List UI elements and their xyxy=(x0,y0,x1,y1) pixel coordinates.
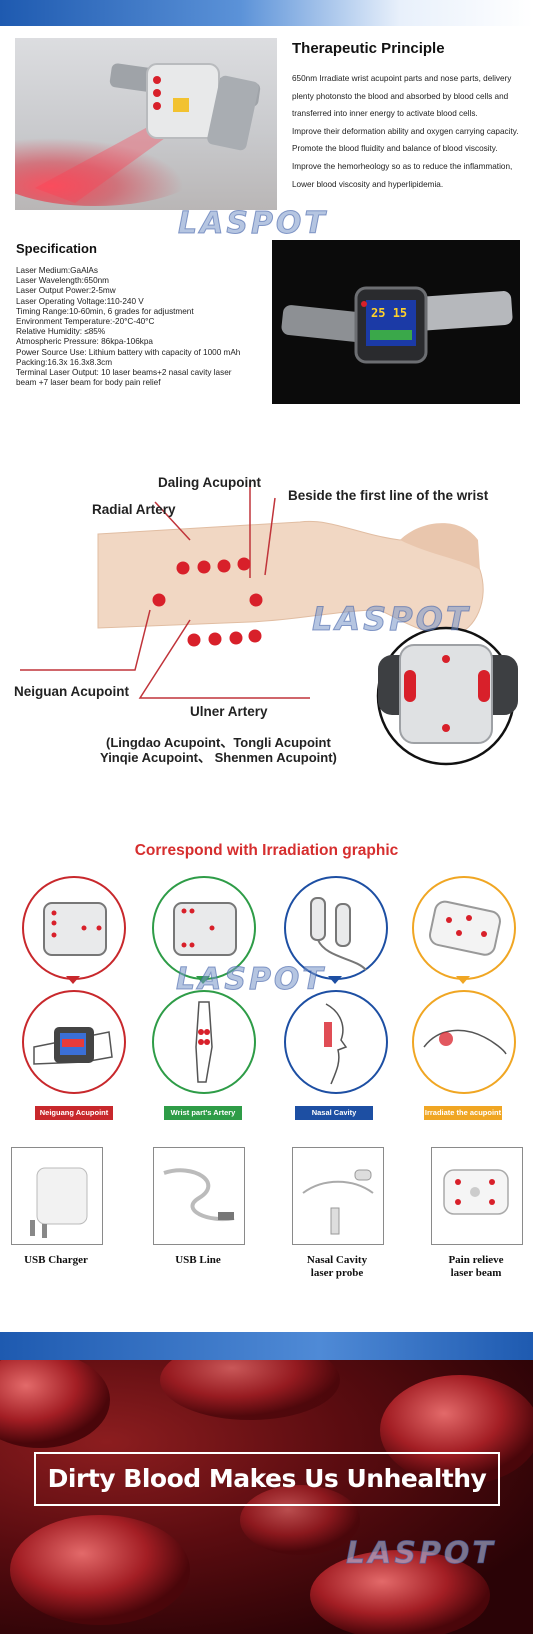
accessory-label-line: USB Charger xyxy=(24,1254,88,1266)
spec-line: Laser Wavelength:650nm xyxy=(16,276,109,286)
label-radial-artery: Radial Artery xyxy=(92,502,176,517)
label-acupoint-group-2: Yinqie Acupoint、 Shenmen Acupoint) xyxy=(100,750,337,765)
accessory-usb-charger xyxy=(11,1147,103,1245)
section-band xyxy=(0,1332,533,1360)
pointer-triangle xyxy=(196,976,210,984)
accessory-label-line: Nasal Cavity xyxy=(306,1254,368,1266)
display-hour: 25 xyxy=(371,306,386,320)
accessory-label: Pain relieve laser beam xyxy=(421,1254,531,1280)
accessory-label: Nasal Cavity laser probe xyxy=(282,1254,392,1280)
tag-nasal-cavity: Nasal Cavity xyxy=(295,1106,373,1120)
accessory-label-line: USB Line xyxy=(175,1254,221,1266)
laspot-watermark: LASPOT xyxy=(346,1536,496,1572)
laspot-watermark: LASPOT xyxy=(178,206,328,242)
spec-line: Relative Humidity: ≤85% xyxy=(16,327,106,337)
irradiation-circle-shoulder xyxy=(412,990,516,1094)
principle-line: transferred into inner energy to activat… xyxy=(292,109,478,119)
irradiation-circle-wrist-use xyxy=(22,990,126,1094)
principle-line: Improve the hemorheology so as to reduce… xyxy=(292,161,513,171)
accessory-usb-line xyxy=(153,1147,245,1245)
specification-list: Laser Medium:GaAlAs Laser Wavelength:650… xyxy=(16,266,256,388)
accessory-label-line: Pain relieve xyxy=(448,1254,504,1266)
spec-line: Atmospheric Pressure: 86kpa-106kpa xyxy=(16,337,153,347)
acupoint-diagram: Daling Acupoint Beside the first line of… xyxy=(0,460,533,770)
label-daling-acupoint: Daling Acupoint xyxy=(158,475,261,490)
accessory-label-line: laser probe xyxy=(310,1267,364,1279)
spec-line: Laser Output Power:2-5mw xyxy=(16,286,116,296)
principle-line: Promote the blood fluidity and balance o… xyxy=(292,144,498,154)
pointer-triangle xyxy=(328,976,342,984)
principle-line: Lower blood viscosity and hyperlipidemia… xyxy=(292,179,444,189)
blood-cells-banner: Dirty Blood Makes Us Unhealthy LASPOT xyxy=(0,1360,533,1634)
spec-line: Packing:16.3x 16.3x8.3cm xyxy=(16,357,113,367)
specification-title: Specification xyxy=(16,241,97,256)
irradiation-circle-pain-pad xyxy=(412,876,516,980)
label-beside-wrist-line: Beside the first line of the wrist xyxy=(288,488,489,503)
spec-line: Laser Operating Voltage:110-240 V xyxy=(16,296,144,306)
spec-line: Laser Medium:GaAlAs xyxy=(16,266,98,275)
pointer-triangle xyxy=(456,976,470,984)
tag-wrist-artery: Wrist part's Artery xyxy=(164,1106,242,1120)
accessory-label-line: laser beam xyxy=(450,1267,502,1279)
label-ulner-artery: Ulner Artery xyxy=(190,704,268,719)
laspot-watermark: LASPOT xyxy=(176,962,326,998)
irradiation-title: Correspond with Irradiation graphic xyxy=(134,842,399,859)
principle-text: 650nm Irradiate wrist acupoint parts and… xyxy=(292,70,527,193)
laspot-watermark: LASPOT xyxy=(312,600,471,639)
accessory-pain-relief-pad xyxy=(431,1147,523,1245)
top-banner-band xyxy=(0,0,533,26)
spec-line: beam +7 laser beam for body pain relief xyxy=(16,378,161,388)
tag-neiguang-acupoint: Neiguang Acupoint xyxy=(35,1106,113,1120)
irradiation-circle-device-wrist xyxy=(152,876,256,980)
irradiation-circle-nose xyxy=(284,990,388,1094)
principle-line: Improve their deformation ability and ox… xyxy=(292,126,519,136)
label-neiguan-acupoint: Neiguan Acupoint xyxy=(14,684,129,699)
irradiation-circle-device-back xyxy=(22,876,126,980)
pointer-triangle xyxy=(66,976,80,984)
accessory-nasal-probe xyxy=(292,1147,384,1245)
product-photo-laser-watch xyxy=(15,38,277,210)
accessory-label: USB Charger xyxy=(0,1254,112,1267)
principle-line: 650nm Irradiate wrist acupoint parts and… xyxy=(292,74,512,83)
tag-irradiate-acupoint: Irradiate the acupoint xyxy=(424,1106,502,1120)
principle-title: Therapeutic Principle xyxy=(292,40,445,57)
spec-line: Environment Temperature:-20°C-40°C xyxy=(16,317,155,327)
label-acupoint-group-1: (Lingdao Acupoint、Tongli Acupoint xyxy=(106,735,331,750)
spec-line: Terminal Laser Output: 10 laser beams+2 … xyxy=(16,368,232,378)
irradiation-circle-arm-artery xyxy=(152,990,256,1094)
display-min: 15 xyxy=(392,306,408,320)
product-photo-display: 25 15 xyxy=(272,240,520,404)
accessory-label: USB Line xyxy=(143,1254,253,1267)
spec-line: Power Source Use: Lithium battery with c… xyxy=(16,347,241,357)
banner-headline: Dirty Blood Makes Us Unhealthy xyxy=(34,1452,500,1506)
spec-line: Timing Range:10-60min, 6 grades for adju… xyxy=(16,306,194,316)
principle-line: plenty photonsto the blood and absorbed … xyxy=(292,91,509,101)
